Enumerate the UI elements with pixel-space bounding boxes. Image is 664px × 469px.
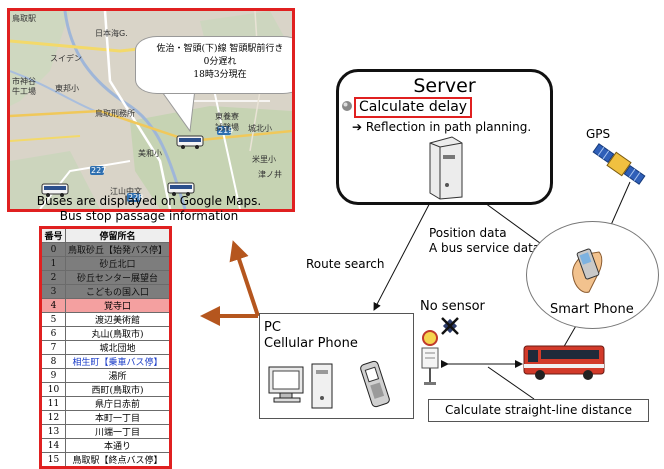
google-map-panel[interactable]: 鳥取駅 日本海G. スイデン 東邦小 市神谷 牛工場 鳥取刑務所 美和小 城北小… bbox=[7, 8, 295, 212]
map-label: 城北小 bbox=[248, 124, 272, 133]
cellular-phone-icon bbox=[360, 360, 390, 408]
stop-name: こどもの国入口 bbox=[64, 284, 172, 299]
map-caption-line2: Bus stop passage information bbox=[59, 209, 239, 223]
pc-label-line1: PC bbox=[264, 320, 281, 335]
popup-delay: 0分遅れ bbox=[203, 57, 237, 67]
column-header-stop-name: 停留所名 bbox=[64, 227, 172, 243]
stop-number: 0 bbox=[40, 242, 66, 257]
map-label: 試験場 bbox=[215, 123, 239, 132]
map-label: 日本海G. bbox=[95, 29, 128, 38]
reflection-text: Reflection in path planning. bbox=[365, 120, 532, 134]
calculate-delay-label: Calculate delay bbox=[354, 97, 473, 118]
bus-icon bbox=[523, 345, 605, 380]
road-number: 219 bbox=[218, 126, 234, 135]
road-number: 228 bbox=[128, 193, 144, 202]
bullet-sphere-icon bbox=[342, 101, 352, 111]
popup-route: 佐治・智頭(下)線 智頭駅前行き bbox=[156, 44, 284, 54]
server-tower-icon bbox=[429, 136, 463, 200]
table-header-row: 番号 停留所名 bbox=[40, 227, 172, 243]
gps-satellite-icon bbox=[592, 143, 646, 185]
popup-time: 18時3分現在 bbox=[193, 70, 247, 80]
stop-number: 2 bbox=[40, 270, 66, 285]
route-search-label: Route search bbox=[306, 257, 385, 271]
no-sensor-icon bbox=[441, 317, 459, 335]
bus-info-popup: ⊠ 佐治・智頭(下)線 智頭駅前行き 0分遅れ 18時3分現在 bbox=[135, 36, 292, 94]
server-box: Server Calculate delay ➔ Reflection in p… bbox=[336, 69, 553, 205]
map-label: 米里小 bbox=[252, 155, 276, 164]
stop-name: 覚寺口 bbox=[64, 298, 172, 313]
map-caption: Buses are displayed on Google Maps. Bus … bbox=[0, 194, 298, 224]
reflection-label: ➔ Reflection in path planning. bbox=[352, 120, 532, 134]
smart-phone-icon bbox=[572, 248, 603, 293]
pc-cellular-box: PC Cellular Phone bbox=[259, 313, 414, 419]
bus-marker bbox=[41, 183, 69, 197]
road-number: 227 bbox=[91, 166, 107, 175]
arrow-server-to-pc bbox=[373, 194, 435, 311]
bus-stop-sign-icon bbox=[421, 330, 439, 385]
bus-marker bbox=[167, 182, 195, 196]
server-title: Server bbox=[413, 75, 476, 97]
map-label: 市神谷 bbox=[12, 77, 36, 86]
pc-label-line2: Cellular Phone bbox=[264, 336, 358, 351]
map-label: 鳥取刑務所 bbox=[95, 109, 135, 118]
stop-name: 砂丘北口 bbox=[64, 256, 172, 271]
map-label: 津ノ井 bbox=[258, 170, 282, 179]
pc-label: PC Cellular Phone bbox=[264, 320, 358, 352]
arrow-to-map bbox=[229, 240, 260, 317]
map-label: 東養寮 bbox=[215, 112, 239, 121]
no-sensor-label: No sensor bbox=[420, 299, 485, 314]
map-label: 東邦小 bbox=[55, 84, 79, 93]
position-data-label: Position data bbox=[429, 226, 507, 240]
desktop-pc-icon bbox=[268, 363, 333, 409]
map-label: 牛工場 bbox=[12, 87, 36, 96]
map-label: 美和小 bbox=[138, 149, 162, 158]
smart-phone-label: Smart Phone bbox=[550, 302, 634, 317]
stop-name: 砂丘センター展望台 bbox=[64, 270, 172, 285]
map-label: 江山中文 bbox=[110, 187, 142, 196]
calc-distance-box: Calculate straight-line distance bbox=[428, 399, 649, 422]
line-to-distance bbox=[487, 366, 535, 400]
map-label: スイデン bbox=[50, 54, 82, 63]
map-label: 鳥取駅 bbox=[12, 14, 36, 23]
gps-label: GPS bbox=[586, 127, 611, 141]
map-caption-line1: Buses are displayed on Google Maps. bbox=[36, 194, 262, 208]
bus-marker bbox=[176, 135, 204, 149]
bus-service-data-label: A bus service data bbox=[429, 241, 541, 255]
